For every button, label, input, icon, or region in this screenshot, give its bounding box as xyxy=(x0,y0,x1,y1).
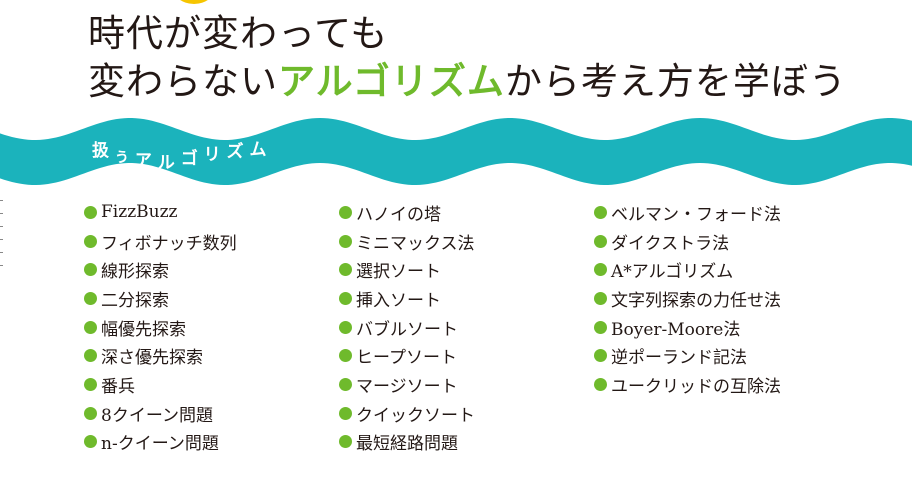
list-item-label: ベルマン・フォード法 xyxy=(611,204,781,225)
list-item-label: クイックソート xyxy=(356,405,475,426)
bullet-icon xyxy=(339,205,352,219)
list-item-label: 最短経路問題 xyxy=(356,434,458,455)
list-item: ダイクストラ法 xyxy=(594,227,781,256)
list-item-label: バブルソート xyxy=(356,319,458,340)
band-title-char: 扱 xyxy=(92,141,109,161)
list-item-label: 二分探索 xyxy=(101,290,169,311)
list-item-label: ヒープソート xyxy=(356,348,457,369)
bullet-icon xyxy=(84,435,97,449)
list-item-label: ユークリッドの互除法 xyxy=(611,376,781,397)
bullet-icon xyxy=(594,291,607,305)
list-item: クイックソート xyxy=(339,399,475,428)
list-item: ハノイの塔 xyxy=(339,198,475,227)
bullet-icon xyxy=(339,406,352,420)
list-item: Boyer-Moore法 xyxy=(594,313,781,342)
list-item-label: FizzBuzz xyxy=(101,202,178,223)
list-item: 逆ポーランド記法 xyxy=(594,341,781,370)
bullet-icon xyxy=(84,234,97,248)
list-item-label: ハノイの塔 xyxy=(356,204,441,225)
list-item: 選択ソート xyxy=(339,255,475,284)
list-item: フィボナッチ数列 xyxy=(84,227,237,256)
list-item: ミニマックス法 xyxy=(339,227,475,256)
band-title-char: ム xyxy=(249,140,267,160)
bullet-icon xyxy=(84,377,97,391)
list-item-label: マージソート xyxy=(356,376,458,397)
band-title-char: う xyxy=(114,150,129,166)
list-item-label: n-クイーン問題 xyxy=(101,434,219,455)
list-item: 線形探索 xyxy=(84,255,237,284)
list-item: 二分探索 xyxy=(84,284,237,313)
list-item-label: 線形探索 xyxy=(101,262,169,283)
list-item: A*アルゴリズム xyxy=(594,255,781,284)
list-item: マージソート xyxy=(339,370,475,399)
bullet-icon xyxy=(339,263,352,277)
list-item-label: ミニマックス法 xyxy=(356,233,475,254)
headline-line2: 変わらないアルゴリズムから考え方を学ぼう xyxy=(88,58,847,106)
headline-line1: 時代が変わっても xyxy=(88,12,389,55)
bullet-icon xyxy=(84,349,97,363)
bullet-icon xyxy=(594,377,607,391)
list-item-label: Boyer-Moore法 xyxy=(611,319,741,340)
bullet-icon xyxy=(339,435,352,449)
list-item-label: 8クイーン問題 xyxy=(101,405,213,426)
bullet-icon xyxy=(339,349,352,363)
list-item-label: 番兵 xyxy=(101,376,135,397)
list-item-label: 選択ソート xyxy=(356,262,441,283)
list-item: ベルマン・フォード法 xyxy=(594,198,781,227)
headline: 時代が変わっても 変わらないアルゴリズムから考え方を学ぼう xyxy=(88,10,847,106)
bullet-icon xyxy=(84,205,97,219)
list-item: ユークリッドの互除法 xyxy=(594,370,781,399)
list-item-label: フィボナッチ数列 xyxy=(101,233,237,254)
band-title: 扱 う ア ル ゴ リ ズ ム xyxy=(92,136,267,173)
bullet-icon xyxy=(84,320,97,334)
list-item-label: 文字列探索の力任せ法 xyxy=(611,290,781,311)
list-item-label: 挿入ソート xyxy=(356,290,441,311)
algorithm-list-2: ハノイの塔ミニマックス法選択ソート挿入ソートバブルソートヒープソートマージソート… xyxy=(339,198,475,456)
bullet-icon xyxy=(594,234,607,248)
bullet-icon xyxy=(84,291,97,305)
list-item: バブルソート xyxy=(339,313,475,342)
bullet-icon xyxy=(339,377,352,391)
band-title-char: ア xyxy=(134,151,152,171)
headline-text: から考え方を学ぼう xyxy=(504,60,847,103)
bullet-icon xyxy=(594,320,607,334)
list-item-label: 逆ポーランド記法 xyxy=(611,348,747,369)
list-item: 幅優先探索 xyxy=(84,313,237,342)
wave-band xyxy=(0,118,912,185)
bullet-icon xyxy=(339,291,352,305)
bullet-icon xyxy=(594,349,607,363)
list-item-label: A*アルゴリズム xyxy=(611,262,734,283)
list-item: 挿入ソート xyxy=(339,284,475,313)
list-item-label: ダイクストラ法 xyxy=(611,233,730,254)
headline-accent: アルゴリズム xyxy=(278,60,505,103)
list-item: 番兵 xyxy=(84,370,237,399)
list-item: FizzBuzz xyxy=(84,198,237,227)
algorithm-list-3: ベルマン・フォード法ダイクストラ法 A*アルゴリズム文字列探索の力任せ法 Boyer… xyxy=(594,198,781,399)
list-item: n-クイーン問題 xyxy=(84,428,237,457)
band-title-char: ゴ xyxy=(180,149,198,169)
bullet-icon xyxy=(84,263,97,277)
list-item: ヒープソート xyxy=(339,341,475,370)
band-title-char: リ xyxy=(203,145,221,165)
bullet-icon xyxy=(594,205,607,219)
list-item: 最短経路問題 xyxy=(339,428,475,457)
list-item: 深さ優先探索 xyxy=(84,341,237,370)
band-title-char: ル xyxy=(157,153,175,173)
bullet-icon xyxy=(594,263,607,277)
list-item-label: 深さ優先探索 xyxy=(101,348,203,369)
bullet-icon xyxy=(84,406,97,420)
list-item: 文字列探索の力任せ法 xyxy=(594,284,781,313)
list-item: 8クイーン問題 xyxy=(84,399,237,428)
band-title-char: ズ xyxy=(226,142,244,162)
decorative-circle xyxy=(172,0,216,4)
algorithm-list-1: FizzBuzz フィボナッチ数列線形探索二分探索幅優先探索深さ優先探索番兵 8クイ… xyxy=(84,198,237,456)
page-edge-marks xyxy=(0,200,4,480)
bullet-icon xyxy=(339,320,352,334)
list-item-label: 幅優先探索 xyxy=(101,319,186,340)
bullet-icon xyxy=(339,234,352,248)
headline-text: 変わらない xyxy=(88,60,278,103)
